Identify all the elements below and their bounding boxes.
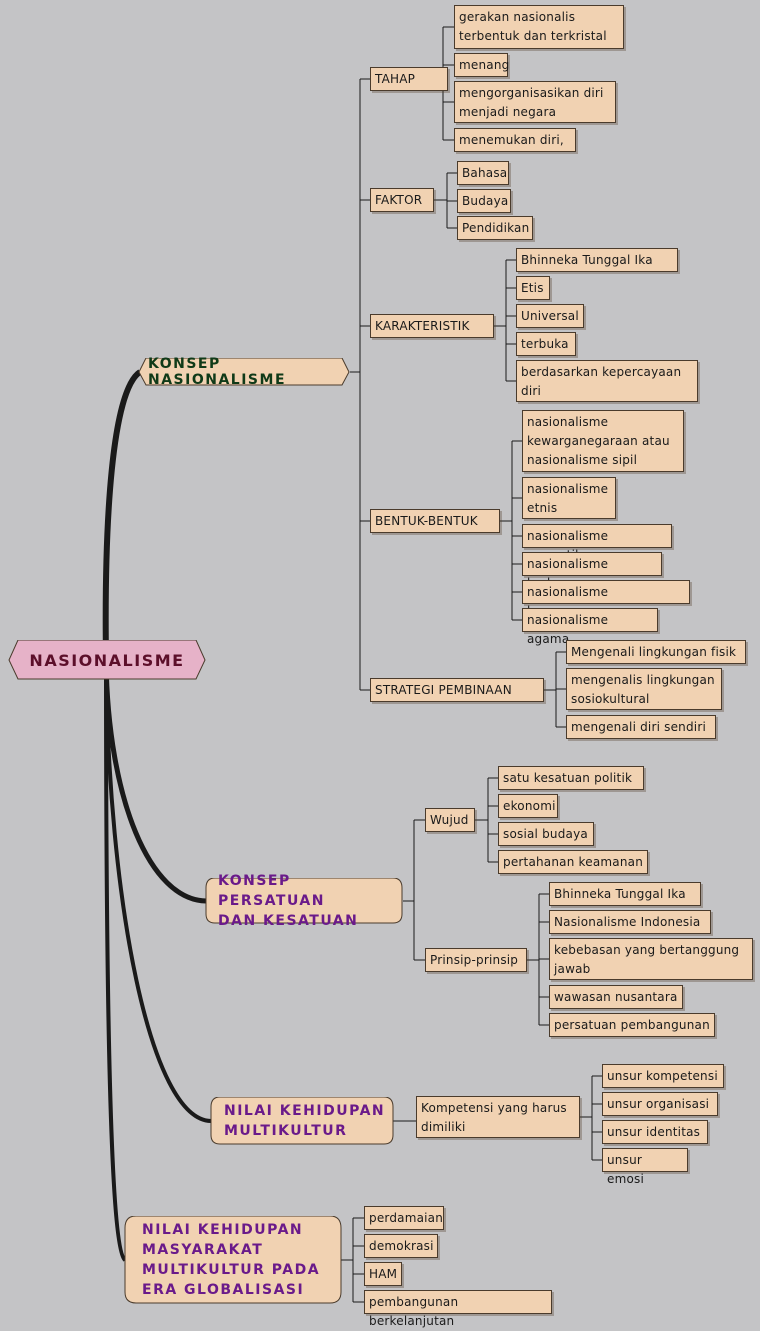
list-item[interactable]: wawasan nusantara [549,985,683,1009]
list-item[interactable]: perdamaian [364,1206,444,1230]
topic-konsep-nasionalisme[interactable]: KONSEP NASIONALISME [148,356,287,388]
branch-wujud[interactable]: Wujud [425,808,475,832]
list-item[interactable]: mengenali diri sendiri [566,715,716,739]
topic-shape [210,1097,394,1145]
list-item[interactable]: Pendidikan [457,216,533,240]
branch-karakteristik[interactable]: KARAKTERISTIK [370,314,494,338]
list-item[interactable]: nasionalisme agama [522,608,658,646]
list-item[interactable]: Bahasa [457,161,509,185]
topic-nilai-globalisasi[interactable]: NILAI KEHIDUPAN MASYARAKAT MULTIKULTUR P… [142,1222,321,1298]
list-item[interactable]: demokrasi [364,1234,438,1258]
list-item[interactable]: Bhinneka Tunggal Ika [549,882,701,906]
branch-faktor[interactable]: FAKTOR [370,188,434,212]
list-item[interactable]: berdasarkan kepercayaan diri [516,360,698,402]
list-item[interactable]: Universal [516,304,584,328]
branch-kompetensi[interactable]: Kompetensi yang harus dimiliki [416,1096,580,1138]
root-node[interactable]: NASIONALISME [29,650,185,670]
list-item[interactable]: pembangunan berkelanjutan [364,1290,552,1328]
connector-line [103,659,207,904]
topic-shape [124,1216,342,1304]
list-item[interactable]: satu kesatuan politik [498,766,644,790]
connector-line [104,659,127,1262]
list-item[interactable]: pertahanan keamanan [498,850,648,874]
list-item[interactable]: gerakan nasionalis terbentuk dan terkris… [454,5,624,49]
branch-tahap[interactable]: TAHAP [370,67,448,91]
list-item[interactable]: nasionalisme etnis [522,477,616,519]
topic-shape [138,358,350,386]
list-item[interactable]: ekonomi [498,794,558,818]
connector-line [102,369,142,661]
list-item[interactable]: nasionalisme kewarganegaraan atau nasion… [522,410,684,472]
branch-strategi[interactable]: STRATEGI PEMBINAAN [370,678,544,702]
root-node-shape [8,640,206,680]
list-item[interactable]: menang [454,53,509,77]
list-item[interactable]: nasionalisme budaya [522,552,662,590]
topic-shape [205,878,403,924]
list-item[interactable]: Mengenali lingkungan fisik [566,640,746,664]
list-item[interactable]: HAM [364,1262,402,1286]
list-item[interactable]: Etis [516,276,550,300]
list-item[interactable]: unsur emosi [602,1148,688,1186]
list-item[interactable]: nasionalisme romantik [522,524,672,562]
list-item[interactable]: unsur identitas [602,1120,708,1144]
list-item[interactable]: unsur kompetensi [602,1064,724,1088]
branch-bentuk[interactable]: BENTUK-BENTUK [370,509,500,533]
list-item[interactable]: persatuan pembangunan [549,1013,715,1037]
list-item[interactable]: terbuka [516,332,576,356]
list-item[interactable]: mengenalis lingkungan sosiokultural [566,668,722,710]
list-item[interactable]: mengorganisasikan diri menjadi negara [454,81,616,123]
list-item[interactable]: Nasionalisme Indonesia [549,910,711,934]
list-item[interactable]: unsur organisasi [602,1092,718,1116]
topic-nilai-multikultur[interactable]: NILAI KEHIDUPAN MULTIKULTUR [224,1103,386,1139]
list-item[interactable]: nasionalisme kenegaraan [522,580,690,618]
list-item[interactable]: sosial budaya [498,822,594,846]
list-item[interactable]: Budaya [457,189,511,213]
list-item[interactable]: kebebasan yang bertanggung jawab [549,938,753,980]
connector-line [104,659,212,1123]
list-item[interactable]: Bhinneka Tunggal Ika [516,248,678,272]
list-item[interactable]: menemukan diri, [454,128,576,152]
topic-konsep-persatuan[interactable]: KONSEP PERSATUAN DAN KESATUAN [218,873,359,929]
branch-prinsip[interactable]: Prinsip-prinsip [425,948,527,972]
